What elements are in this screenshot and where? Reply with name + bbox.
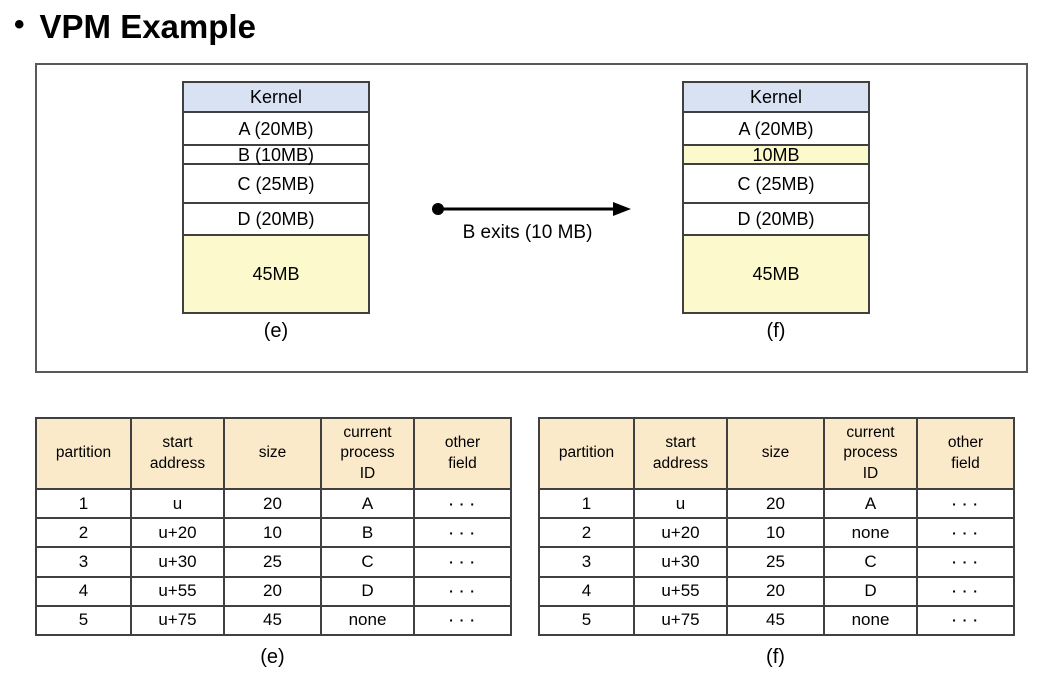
table-cell: · · · (916, 575, 1015, 607)
table-cell: u+75 (633, 604, 728, 636)
memory-segment-f-0: Kernel (684, 83, 868, 113)
table-cell: 45 (726, 604, 825, 636)
table-cell: · · · (916, 487, 1015, 520)
memory-segment-e-0: Kernel (184, 83, 368, 113)
table-cell: 4 (35, 575, 132, 607)
table-cell: 10 (726, 517, 825, 549)
memory-segment-f-1: A (20MB) (684, 113, 868, 146)
table-cell: u+55 (130, 575, 225, 607)
page-title-text: VPM Example (39, 8, 256, 45)
arrow-label: B exits (10 MB) (462, 222, 593, 243)
column-header: other field (916, 417, 1015, 490)
memory-segment-f-4: D (20MB) (684, 204, 868, 236)
table-cell: none (320, 604, 415, 636)
column-header: start address (633, 417, 728, 490)
table-cell: · · · (916, 517, 1015, 549)
table-cell: u+55 (633, 575, 728, 607)
table-cell: 25 (726, 546, 825, 578)
memory-segment-e-3: C (25MB) (184, 165, 368, 204)
column-header: other field (413, 417, 512, 490)
column-header: partition (538, 417, 635, 490)
table-cell: u+30 (633, 546, 728, 578)
memory-segment-f-3: C (25MB) (684, 165, 868, 204)
table-cell: D (823, 575, 918, 607)
table-cell: · · · (413, 546, 512, 578)
table-cell: · · · (413, 604, 512, 636)
memory-segment-f-5: 45MB (684, 236, 868, 312)
memory-segment-e-5: 45MB (184, 236, 368, 312)
table-cell: C (320, 546, 415, 578)
table-cell: 5 (538, 604, 635, 636)
memory-segment-f-2: 10MB (684, 146, 868, 165)
column-header: size (223, 417, 322, 490)
table-cell: u (633, 487, 728, 520)
table-cell: B (320, 517, 415, 549)
page-title: • VPM Example (14, 8, 256, 46)
table-cell: 20 (726, 487, 825, 520)
column-header: size (726, 417, 825, 490)
table-cell: 4 (538, 575, 635, 607)
table-cell: none (823, 604, 918, 636)
table-cell: 20 (223, 575, 322, 607)
table-cell: 20 (223, 487, 322, 520)
table-cell: · · · (916, 604, 1015, 636)
memory-segment-e-2: B (10MB) (184, 146, 368, 165)
table-caption-f: (f) (766, 646, 785, 668)
table-cell: u+20 (130, 517, 225, 549)
table-cell: D (320, 575, 415, 607)
table-cell: u+20 (633, 517, 728, 549)
table-cell: · · · (413, 517, 512, 549)
table-cell: 5 (35, 604, 132, 636)
memory-segment-e-4: D (20MB) (184, 204, 368, 236)
table-cell: 1 (538, 487, 635, 520)
column-header: start address (130, 417, 225, 490)
table-cell: u+75 (130, 604, 225, 636)
table-cell: 3 (538, 546, 635, 578)
table-cell: 45 (223, 604, 322, 636)
bullet-icon: • (14, 8, 25, 41)
table-caption-e: (e) (260, 646, 285, 668)
right-arrow-icon (427, 194, 631, 224)
table-cell: 25 (223, 546, 322, 578)
table-cell: none (823, 517, 918, 549)
column-header: current process ID (320, 417, 415, 490)
table-cell: 10 (223, 517, 322, 549)
table-cell: C (823, 546, 918, 578)
table-cell: A (823, 487, 918, 520)
table-cell: 20 (726, 575, 825, 607)
table-cell: · · · (413, 575, 512, 607)
diagram-caption-f: (f) (766, 320, 786, 342)
table-cell: u (130, 487, 225, 520)
diagram-caption-e: (e) (263, 320, 289, 342)
table-cell: 3 (35, 546, 132, 578)
table-cell: · · · (916, 546, 1015, 578)
table-cell: u+30 (130, 546, 225, 578)
table-cell: 1 (35, 487, 132, 520)
memory-segment-e-1: A (20MB) (184, 113, 368, 146)
column-header: partition (35, 417, 132, 490)
table-cell: A (320, 487, 415, 520)
column-header: current process ID (823, 417, 918, 490)
table-cell: 2 (538, 517, 635, 549)
table-cell: 2 (35, 517, 132, 549)
table-cell: · · · (413, 487, 512, 520)
